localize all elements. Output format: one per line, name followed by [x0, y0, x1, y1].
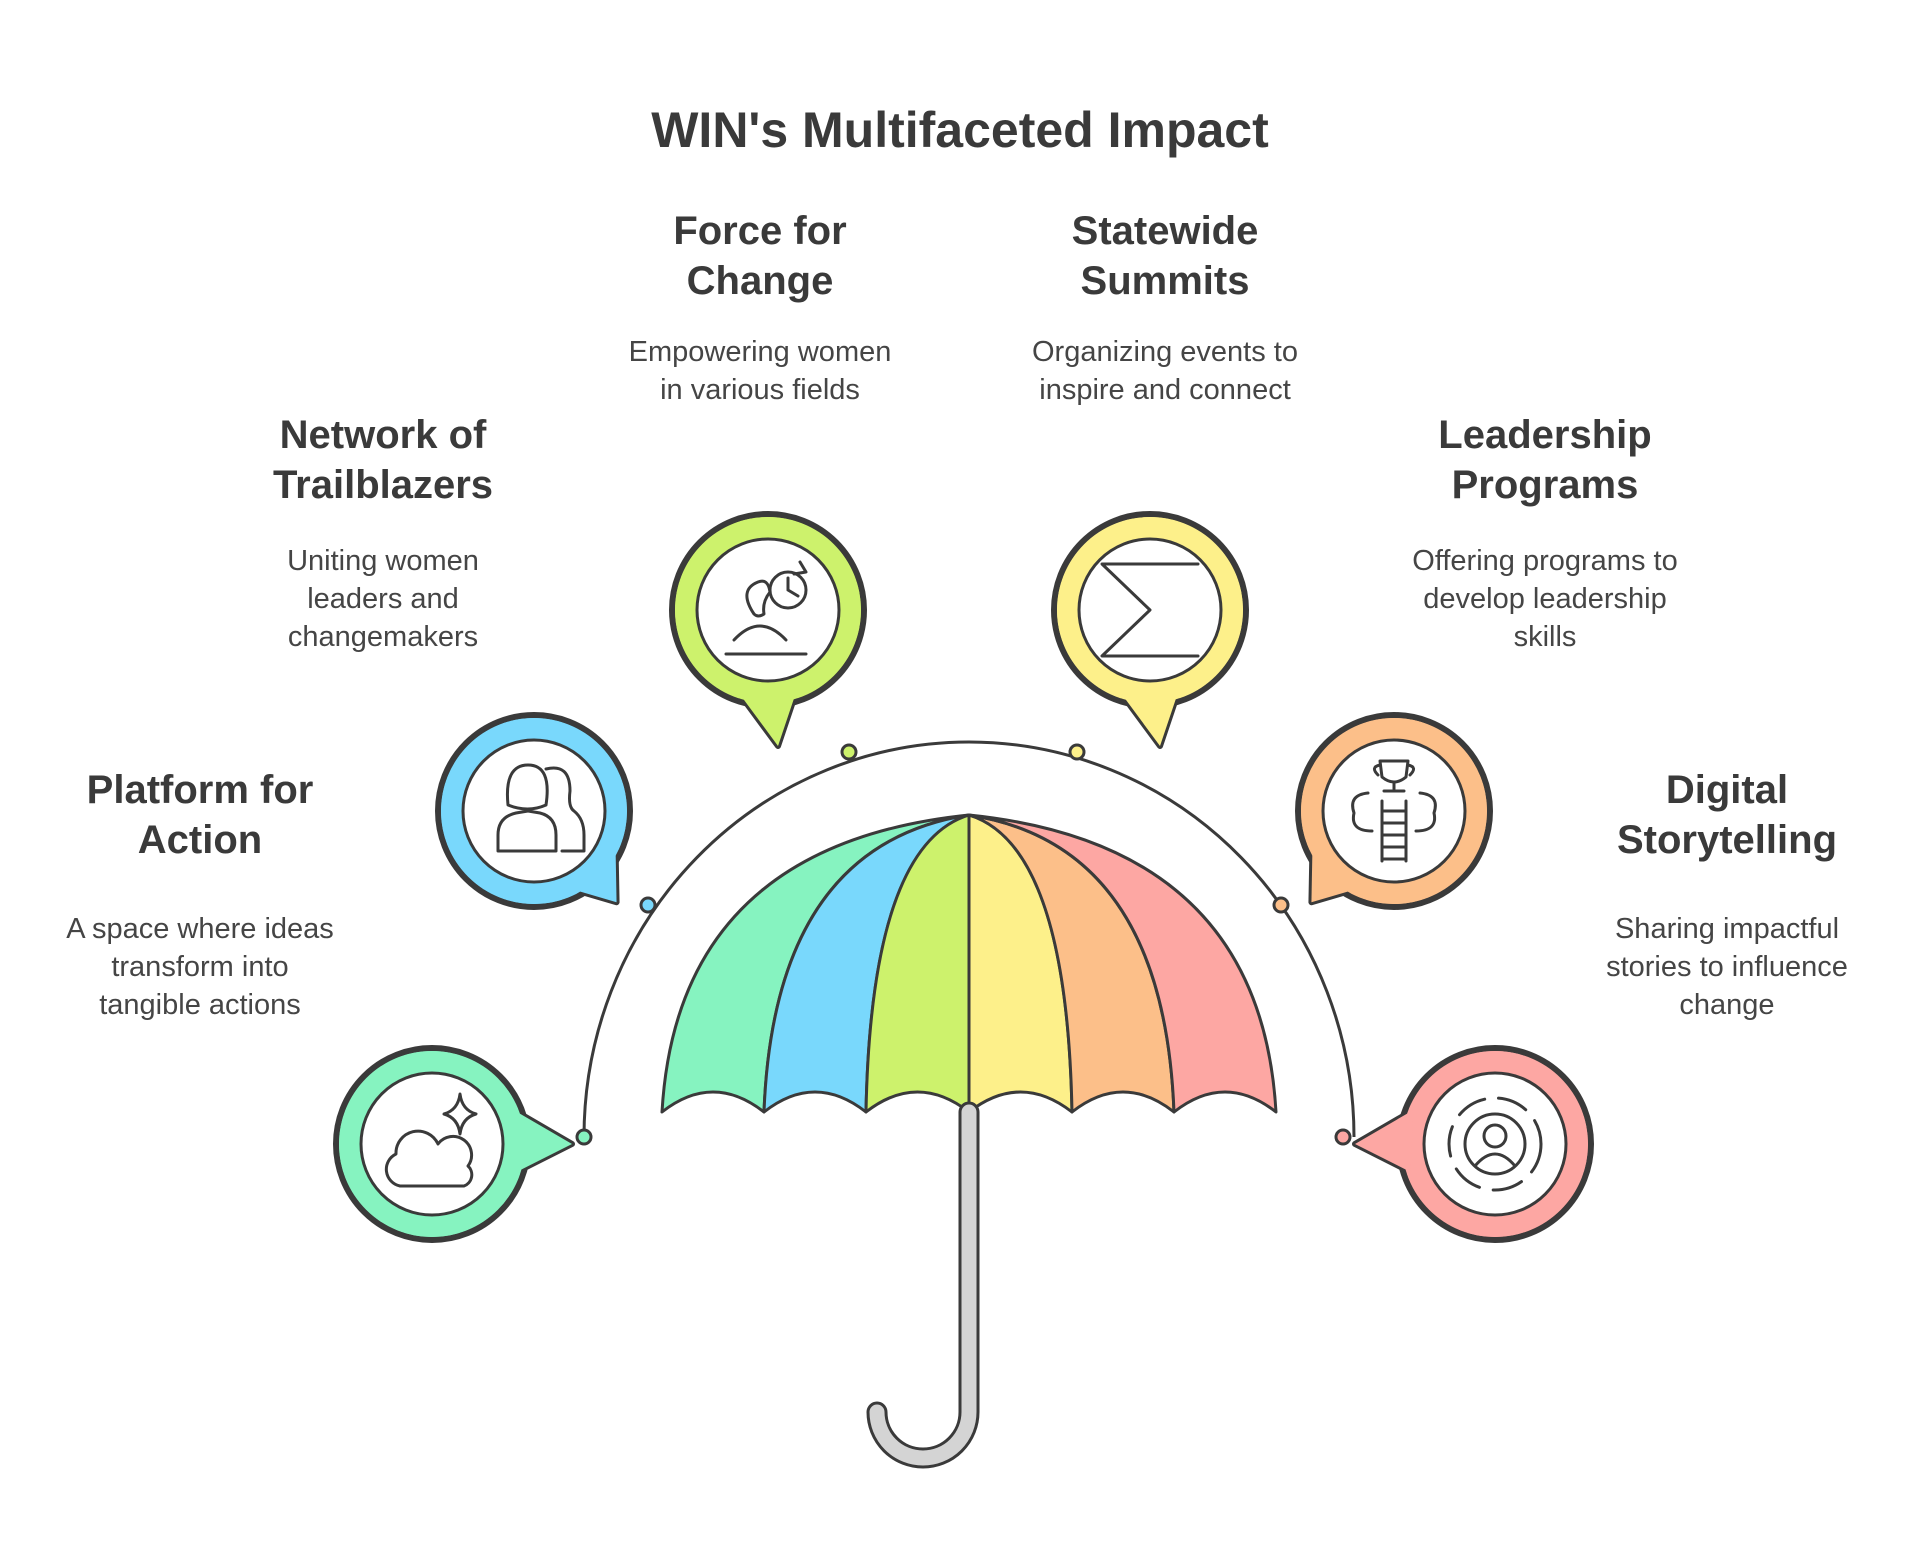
connector-dot [575, 1128, 593, 1146]
bubble-6 [1352, 1045, 1594, 1243]
canopy-panel [864, 813, 971, 1114]
diagram-title: WIN's Multifaceted Impact [651, 102, 1269, 158]
connector-dot [639, 896, 657, 914]
connector-dot [1334, 1128, 1352, 1146]
connector-dot [1068, 743, 1086, 761]
umbrella-canopy [660, 813, 1278, 1114]
woman-thinking-icon [724, 560, 808, 656]
umbrella-handle [866, 1101, 980, 1469]
outer-arc [582, 740, 1356, 1138]
connector-dot [1272, 896, 1290, 914]
person-target-icon [1447, 1096, 1543, 1192]
bubble-3 [669, 511, 867, 749]
bubble-2 [435, 712, 633, 910]
sigma-icon [1100, 562, 1200, 658]
cloud-sparkle-icon [384, 1092, 478, 1188]
two-women-icon [496, 763, 586, 853]
connector-dot [840, 743, 858, 761]
bubble-5 [1295, 712, 1493, 910]
trophy-ladder-icon [1351, 759, 1437, 863]
bubble-1 [333, 1045, 575, 1243]
canopy-panel [967, 813, 1278, 1114]
bubble-4 [1051, 511, 1249, 749]
